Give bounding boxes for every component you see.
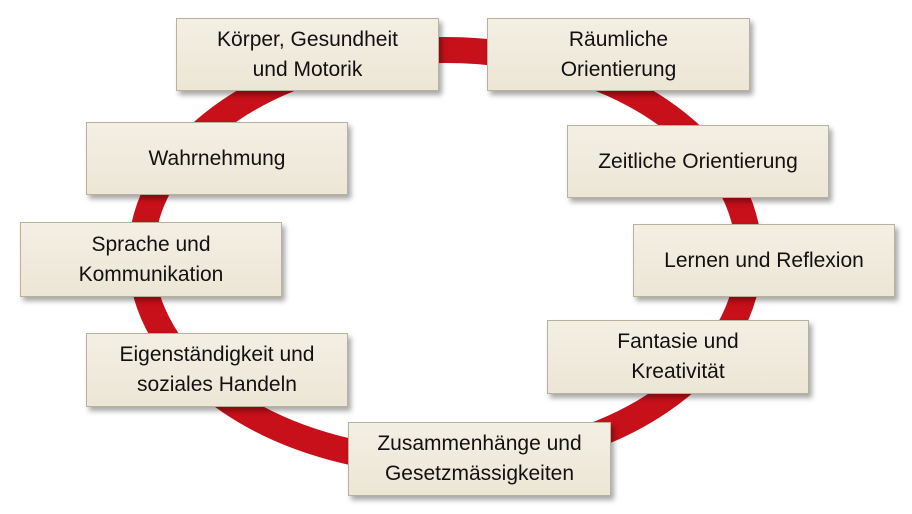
box-label: Körper, Gesundheit und Motorik [217, 27, 398, 81]
box-sprache-kommunikation: Sprache und Kommunikation [20, 222, 282, 297]
box-label: Lernen und Reflexion [664, 248, 864, 272]
box-raeumliche-orientierung: Räumliche Orientierung [487, 18, 750, 91]
box-eigenstaendigkeit-soziales-handeln: Eigenständigkeit und soziales Handeln [86, 333, 348, 407]
box-wahrnehmung: Wahrnehmung [86, 122, 348, 195]
box-label: Eigenständigkeit und soziales Handeln [119, 343, 315, 396]
box-fantasie-kreativitaet: Fantasie und Kreativität [547, 320, 809, 394]
box-label: Sprache und Kommunikation [78, 232, 224, 286]
box-label: Räumliche Orientierung [560, 27, 677, 81]
box-label: Zeitliche Orientierung [598, 149, 798, 173]
box-label: Fantasie und Kreativität [617, 330, 739, 383]
box-koerper-gesundheit-motorik: Körper, Gesundheit und Motorik [176, 18, 439, 91]
box-label: Zusammenhänge und Gesetzmässigkeiten [377, 432, 582, 485]
box-lernen-reflexion: Lernen und Reflexion [633, 224, 895, 297]
box-zeitliche-orientierung: Zeitliche Orientierung [567, 125, 829, 198]
box-zusammenhaenge-gesetzmaessigkeiten: Zusammenhänge und Gesetzmässigkeiten [348, 422, 611, 496]
box-label: Wahrnehmung [148, 146, 286, 170]
